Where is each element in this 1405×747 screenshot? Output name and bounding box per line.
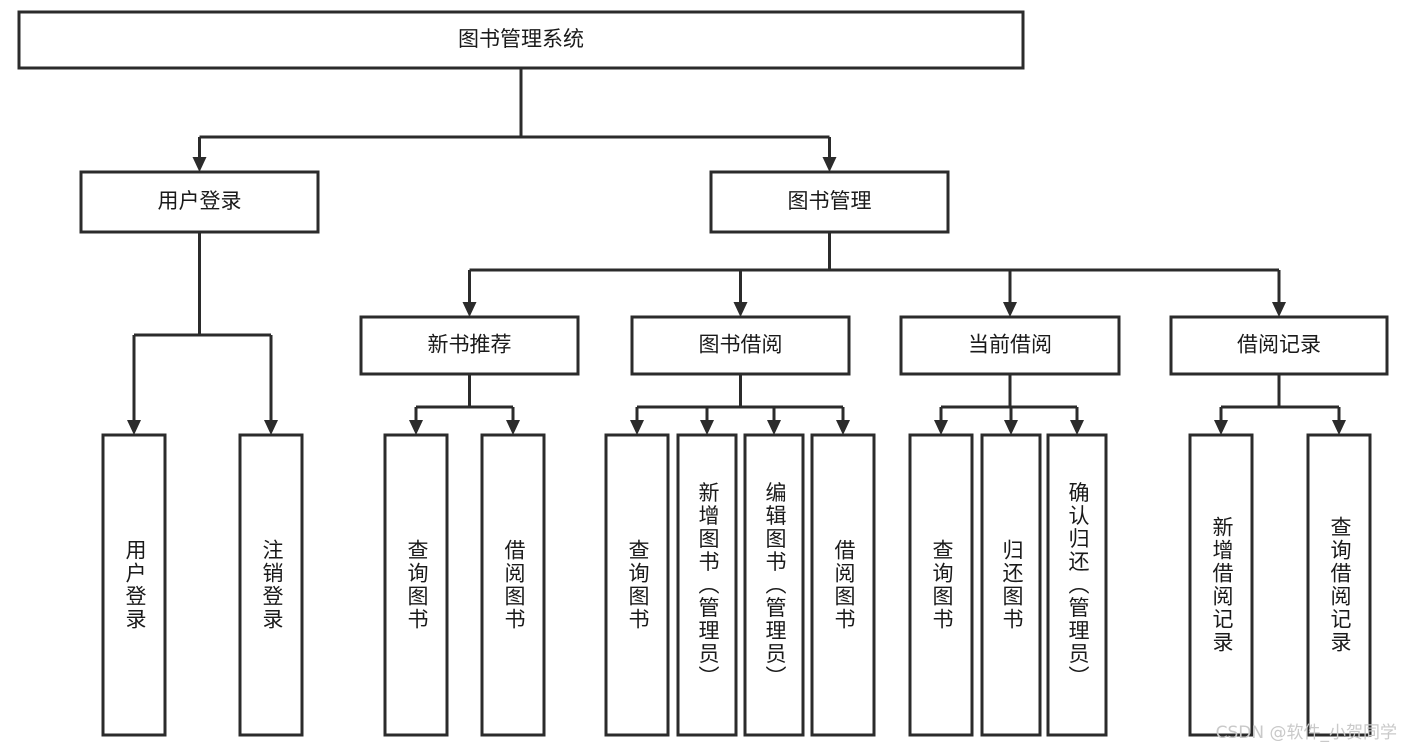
- node-label: 新书推荐: [428, 333, 512, 357]
- node-leaf-5-2[interactable]: 查询借阅记录: [1306, 433, 1372, 737]
- node-leaf-4-2[interactable]: 归还图书: [980, 433, 1042, 737]
- node-label: 借阅记录: [1237, 333, 1321, 357]
- node-label: 用户登录: [158, 189, 242, 213]
- node-label: 借阅图书: [502, 539, 526, 631]
- node-label: 查询图书: [626, 539, 650, 631]
- level2-to-level3-1-arrowhead: [462, 302, 477, 317]
- node-leaf-3-2[interactable]: 新增图书（管理员）: [676, 433, 738, 737]
- watermark-text: CSDN @软件_小贺同学: [1215, 723, 1397, 743]
- node-level2-2[interactable]: 图书管理: [709, 170, 950, 234]
- node-leaf-2-1[interactable]: 查询图书: [383, 433, 449, 737]
- nodes-layer: 图书管理系统用户登录图书管理新书推荐图书借阅当前借阅借阅记录用户登录注销登录查询…: [17, 10, 1389, 737]
- node-level2-1[interactable]: 用户登录: [79, 170, 320, 234]
- leafgroup-2-to-leaf-1-arrowhead: [409, 420, 423, 435]
- node-leaf-2-2[interactable]: 借阅图书: [480, 433, 546, 737]
- node-leaf-4-1[interactable]: 查询图书: [908, 433, 974, 737]
- node-label: 当前借阅: [968, 333, 1052, 357]
- root-to-level2-1-arrowhead: [192, 157, 207, 172]
- node-label: 查询图书: [930, 539, 954, 631]
- node-label: 新增借阅记录: [1210, 516, 1234, 654]
- leafgroup-3-to-leaf-1-arrowhead: [630, 420, 644, 435]
- leafgroup-4-to-leaf-1-arrowhead: [934, 420, 948, 435]
- node-label: 图书借阅: [699, 333, 783, 357]
- connectors-layer: [127, 68, 1346, 435]
- leafgroup-3-to-leaf-4-arrowhead: [836, 420, 850, 435]
- leafgroup-5-to-leaf-1-arrowhead: [1214, 420, 1228, 435]
- node-leaf-1-1[interactable]: 用户登录: [101, 433, 167, 737]
- node-leaf-4-3[interactable]: 确认归还（管理员）: [1046, 433, 1108, 737]
- level2-to-level3-4-arrowhead: [1272, 302, 1286, 317]
- node-leaf-3-3[interactable]: 编辑图书（管理员）: [743, 433, 805, 737]
- node-leaf-1-2[interactable]: 注销登录: [238, 433, 304, 737]
- node-root[interactable]: 图书管理系统: [17, 10, 1025, 70]
- node-label: 编辑图书（管理员）: [763, 482, 787, 689]
- node-label: 借阅图书: [832, 539, 856, 631]
- node-label: 新增图书（管理员）: [696, 482, 720, 689]
- leafgroup-1-to-leaf-1-arrowhead: [127, 420, 141, 435]
- leafgroup-4-to-leaf-3-arrowhead: [1070, 420, 1084, 435]
- leafgroup-5-to-leaf-2-arrowhead: [1332, 420, 1346, 435]
- node-label: 用户登录: [123, 539, 147, 631]
- node-level3-3[interactable]: 当前借阅: [899, 315, 1121, 376]
- root-to-level2-2-arrowhead: [822, 157, 837, 172]
- level2-to-level3-2-arrowhead: [733, 302, 748, 317]
- level2-to-level3-3-arrowhead: [1003, 302, 1017, 317]
- node-label: 确认归还（管理员）: [1066, 482, 1090, 689]
- node-leaf-3-1[interactable]: 查询图书: [604, 433, 670, 737]
- leafgroup-3-to-leaf-2-arrowhead: [700, 420, 714, 435]
- leafgroup-4-to-leaf-2-arrowhead: [1004, 420, 1018, 435]
- leafgroup-3-to-leaf-3-arrowhead: [767, 420, 781, 435]
- node-label: 注销登录: [260, 539, 284, 631]
- node-leaf-3-4[interactable]: 借阅图书: [810, 433, 876, 737]
- node-leaf-5-1[interactable]: 新增借阅记录: [1188, 433, 1254, 737]
- leafgroup-2-to-leaf-2-arrowhead: [506, 420, 520, 435]
- leafgroup-1-to-leaf-2-arrowhead: [264, 420, 278, 435]
- node-level3-1[interactable]: 新书推荐: [359, 315, 580, 376]
- node-level3-4[interactable]: 借阅记录: [1169, 315, 1389, 376]
- node-label: 查询借阅记录: [1328, 516, 1352, 654]
- node-label: 查询图书: [405, 539, 429, 631]
- node-label: 归还图书: [1000, 539, 1024, 631]
- node-label: 图书管理系统: [458, 27, 584, 51]
- node-label: 图书管理: [788, 189, 872, 213]
- node-level3-2[interactable]: 图书借阅: [630, 315, 851, 376]
